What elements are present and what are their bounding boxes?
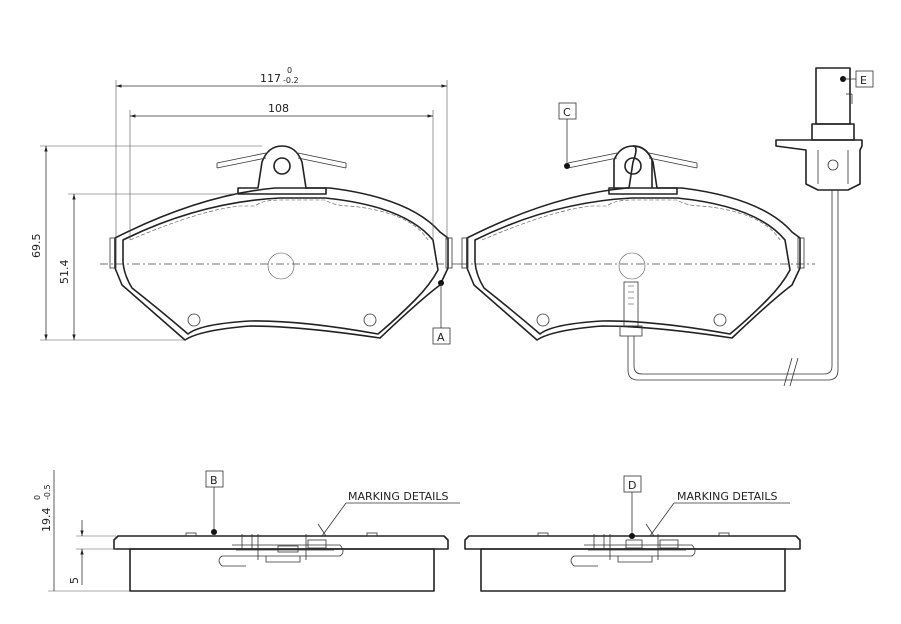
dimension-inner-width: 108: [129, 102, 434, 240]
cable-break-1: [783, 357, 793, 387]
right-clip-mount: [608, 145, 678, 195]
dim-19-4-tol-upper: 0: [33, 495, 42, 500]
right-backplate: [466, 187, 801, 341]
left-hole-left: [187, 313, 201, 327]
right-spring-left: [567, 152, 618, 169]
dimension-thickness: 19.4 0 -0.5 5: [33, 470, 130, 592]
sensor-cable-inner: [633, 190, 833, 375]
left-side-backplate: [113, 535, 449, 550]
callout-d-label: D: [628, 479, 636, 492]
dim-117-label: 117: [260, 72, 281, 85]
callout-b: B: [205, 470, 224, 535]
wear-sensor-grommet: [619, 325, 643, 337]
dim-19-4-tol-lower: -0.5: [43, 484, 52, 500]
right-side-tab-left: [461, 237, 469, 269]
left-chamfer-line: [129, 199, 429, 241]
callout-a-label: A: [437, 331, 445, 344]
connector-collar: [811, 123, 855, 141]
right-side-backplate: [464, 535, 801, 550]
right-clip-pin: [624, 157, 642, 175]
sensor-cable-outer: [627, 190, 839, 381]
left-pad-side-view: [113, 532, 449, 592]
dim-19-4-label: 19.4: [40, 508, 53, 533]
connector-clip: [827, 159, 839, 171]
dim-69-5-label: 69.5: [30, 234, 43, 259]
marking-details-left-label: MARKING DETAILS: [348, 490, 449, 503]
dim-117-tol-lower: -0.2: [283, 76, 299, 85]
right-spring-right: [648, 152, 698, 169]
dim-5-label: 5: [68, 577, 81, 584]
right-centre-circle: [618, 252, 646, 280]
left-friction-material: [122, 197, 439, 335]
dim-51-4-label: 51.4: [58, 260, 71, 285]
right-side-tab-right: [797, 237, 805, 269]
dim-117-tol-upper: 0: [287, 66, 292, 75]
marking-details-right-label: MARKING DETAILS: [677, 490, 778, 503]
left-side-tab-right: [445, 237, 453, 269]
right-friction-material: [474, 197, 791, 335]
callout-e: E: [840, 70, 874, 88]
dimension-overall-height: 69.5: [30, 145, 262, 341]
left-spring-right: [297, 152, 347, 169]
callout-a: A: [432, 280, 451, 345]
left-clip-pin: [273, 157, 291, 175]
dimension-inner-height: 51.4: [58, 193, 238, 340]
right-chamfer-line: [481, 199, 781, 241]
callout-b-label: B: [210, 474, 218, 487]
right-hole-right: [713, 313, 727, 327]
left-side-tab-left: [109, 237, 117, 269]
marking-details-left: MARKING DETAILS: [317, 490, 460, 537]
dimension-overall-width: 117 0 -0.2: [115, 66, 448, 240]
callout-c: C: [558, 102, 577, 169]
callout-e-label: E: [860, 74, 867, 87]
right-hole-left: [536, 313, 550, 327]
left-spring-left: [216, 152, 267, 169]
callout-c-label: C: [563, 106, 571, 119]
dim-108-label: 108: [268, 102, 289, 115]
left-side-clip-wire: [218, 544, 344, 567]
right-pad-side-view: [464, 532, 801, 592]
connector-housing: [775, 139, 863, 191]
right-pad-front-view: [460, 67, 863, 387]
right-side-friction: [480, 548, 786, 592]
left-hole-right: [363, 313, 377, 327]
left-clip-mount: [237, 145, 327, 195]
left-side-friction: [129, 548, 435, 592]
connector-plug: [815, 67, 851, 125]
left-pad-front-view: [100, 145, 463, 341]
marking-details-right: MARKING DETAILS: [645, 490, 790, 537]
callout-d: D: [623, 475, 642, 539]
left-centre-circle: [267, 252, 295, 280]
cable-break-2: [789, 357, 799, 387]
